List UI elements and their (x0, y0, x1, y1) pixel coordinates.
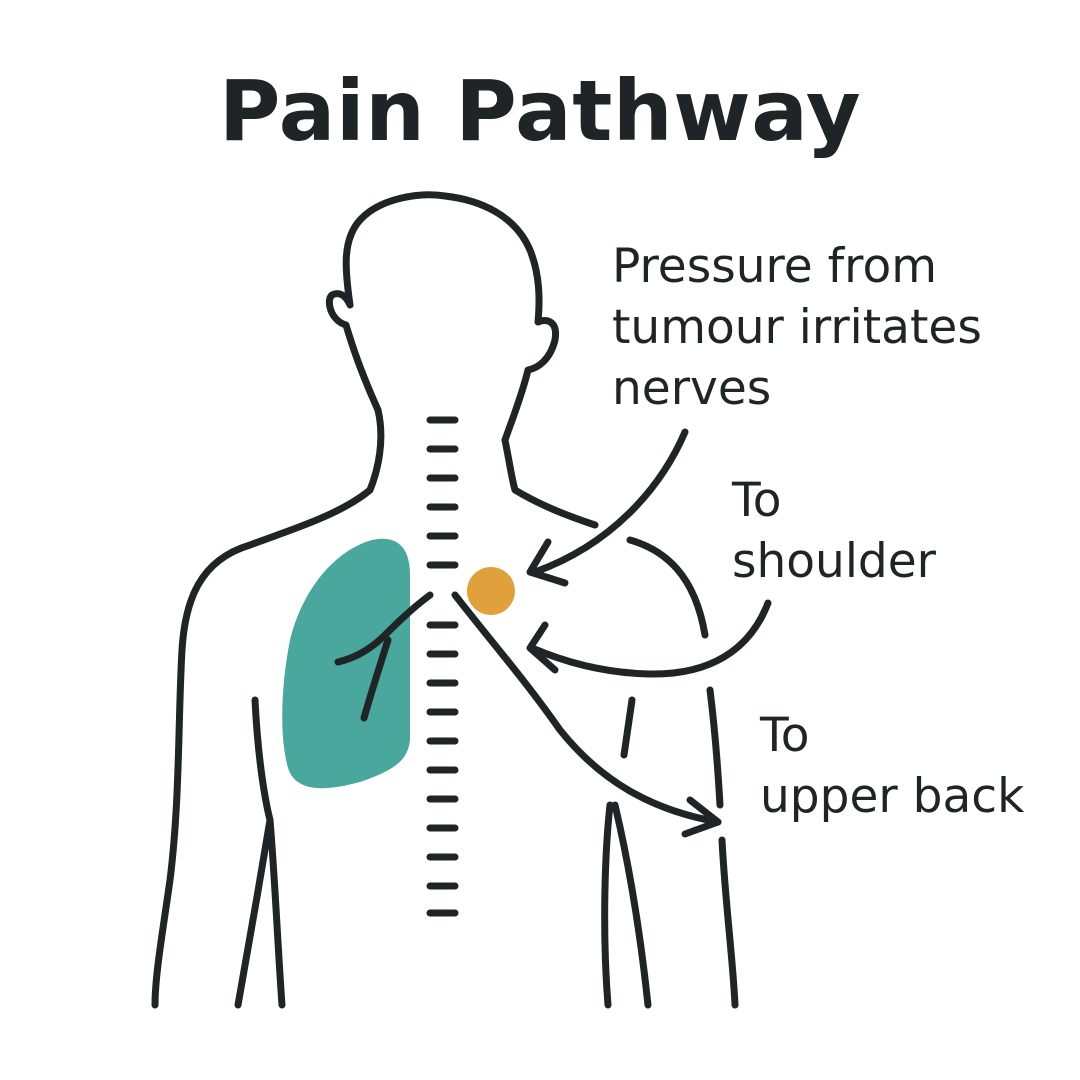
diagram-title: Pain Pathway (218, 62, 862, 160)
pressure-arrowhead (526, 538, 569, 587)
right-arm-outer-lower (718, 836, 739, 1009)
pressure-annotation: Pressure from tumour irritates nerves (612, 236, 982, 419)
annotation-line: Pressure from (612, 239, 938, 294)
left-shoulder-outline (151, 406, 385, 1009)
shoulder-arrowhead (526, 621, 559, 674)
left-torso-line (266, 816, 286, 1009)
right-arm-outer-upper (706, 686, 724, 809)
tumour-dot (467, 567, 515, 615)
shoulder-arrow-line (528, 599, 772, 678)
nerve-pathway-line (451, 591, 722, 826)
annotation-line: nerves (612, 361, 772, 416)
spine (426, 416, 459, 917)
right-torso-inner (611, 801, 652, 1009)
bronchus-lower (360, 636, 392, 722)
lung-shape (282, 538, 410, 789)
annotation-line: upper back (760, 769, 1025, 824)
annotation-line: tumour irritates (612, 300, 982, 355)
right-torso-line (601, 801, 614, 1009)
upper-back-arrowhead (681, 796, 722, 838)
pressure-arrow-line (531, 428, 689, 576)
annotation-line: shoulder (732, 534, 936, 589)
right-neck-outline (501, 436, 599, 529)
upper-back-annotation: To upper back (760, 705, 1024, 827)
shoulder-annotation: To shoulder (732, 470, 936, 592)
right-shoulder-outline (626, 536, 709, 639)
right-arm-upper (620, 696, 636, 759)
bronchus-branch (334, 591, 434, 666)
annotation-line: To (732, 473, 782, 528)
left-arm-inner (234, 696, 274, 1009)
annotation-line: To (760, 708, 810, 763)
head-outline (325, 191, 560, 444)
